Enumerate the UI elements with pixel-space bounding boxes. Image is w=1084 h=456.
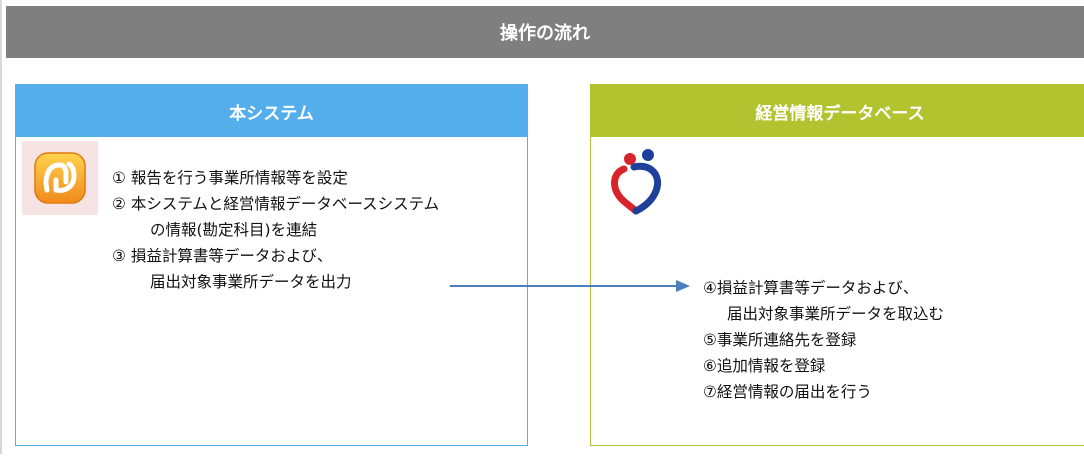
step-line: ④損益計算書等データおよび、 <box>703 279 919 297</box>
step-line: ⑤事業所連絡先を登録 <box>703 331 857 349</box>
ministry-logo-graphic <box>611 149 661 215</box>
step-line: ② 本システムと経営情報データベースシステム <box>112 195 440 213</box>
app-logo-graphic <box>34 152 86 204</box>
step-line: ⑥追加情報を登録 <box>703 357 826 375</box>
title-bar: 操作の流れ <box>6 6 1084 58</box>
system-step-list: ① 報告を行う事業所情報等を設定 ② 本システムと経営情報データベースシステム … <box>112 165 517 295</box>
step-line: ⑦経営情報の届出を行う <box>703 383 872 401</box>
database-step-list: ④損益計算書等データおよび、 届出対象事業所データを取込む ⑤事業所連絡先を登録… <box>703 275 1083 405</box>
flow-arrow <box>450 280 690 292</box>
database-panel-header: 経営情報データベース <box>591 85 1084 137</box>
step-line: 届出対象事業所データを取込む <box>727 305 945 323</box>
system-panel-title: 本システム <box>229 103 314 124</box>
database-panel-title: 経営情報データベース <box>755 103 925 124</box>
step-line: の情報(勘定科目)を連結 <box>150 221 318 239</box>
system-panel: 本システム ① 報告を行う事業所情報等を設定 ② 本システムと経営情報データベー… <box>15 84 528 446</box>
page-title: 操作の流れ <box>500 23 590 44</box>
database-panel: 経営情報データベース ④損益計算書等データおよび、 届出対象事業所データを取込む… <box>590 84 1084 446</box>
app-logo-icon <box>22 141 98 215</box>
step-line: ③ 損益計算書等データおよび、 <box>112 247 333 265</box>
step-line: ① 報告を行う事業所情報等を設定 <box>112 169 348 187</box>
ministry-logo-icon <box>603 145 669 219</box>
system-panel-header: 本システム <box>16 85 527 137</box>
step-line: 届出対象事業所データを出力 <box>150 273 352 291</box>
